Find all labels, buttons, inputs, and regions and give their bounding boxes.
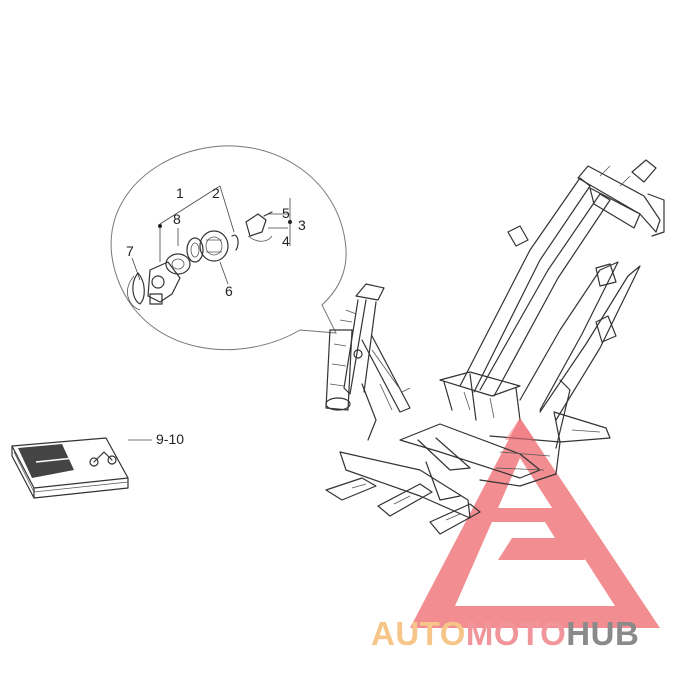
watermark-word-hub: HUB (566, 615, 640, 652)
callout-4: 4 (282, 233, 290, 249)
callout-dot (288, 220, 292, 224)
callout-5: 5 (282, 205, 290, 221)
lock-cylinder-part-6 (199, 230, 229, 262)
watermark-word-moto: MOTO (465, 615, 567, 652)
bracket-part-8 (147, 261, 181, 305)
spring-part-4 (247, 235, 273, 242)
watermark-logo-overlay (505, 418, 535, 440)
clip-part-2 (231, 234, 239, 251)
housing-part-1 (165, 253, 191, 275)
ring-part-7 (127, 272, 145, 311)
manual-booklet-icon (11, 437, 152, 499)
watermark-logo-triangle (410, 418, 660, 628)
callout-6: 6 (225, 283, 233, 299)
callout-dot (158, 224, 162, 228)
washer-part (186, 237, 204, 263)
callout-7: 7 (126, 243, 134, 259)
callout-8: 8 (173, 211, 181, 227)
callout-3: 3 (298, 217, 306, 233)
callout-9-10: 9-10 (156, 431, 184, 447)
scooter-frame (325, 159, 665, 535)
key-part-5 (245, 211, 273, 237)
watermark-brand-text: AUTOMOTOHUB (371, 614, 639, 654)
watermark-word-auto: AUTO (371, 615, 466, 652)
callout-2: 2 (212, 185, 220, 201)
callout-1: 1 (176, 185, 184, 201)
detail-bubble (110, 145, 347, 351)
